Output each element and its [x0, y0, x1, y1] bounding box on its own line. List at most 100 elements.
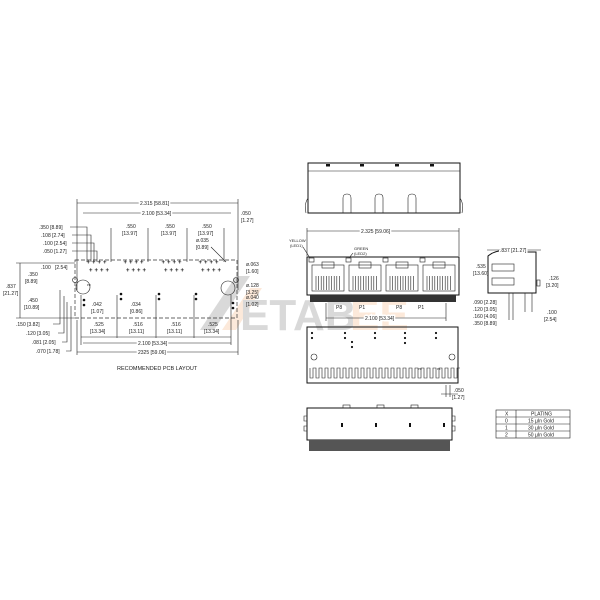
pin-hole: + — [129, 260, 133, 266]
pin-hole: + — [181, 268, 185, 274]
pin-hole: + — [124, 260, 128, 266]
dim-height-837-mm: [21.27] — [3, 291, 19, 297]
dim-row-offset: .100 — [41, 265, 51, 271]
dim-pitch-3: .550 — [202, 224, 212, 230]
pin-hole: + — [103, 260, 107, 266]
pin-hole: + — [204, 260, 208, 266]
pcb-layout-view: 2.315 [58.81] 2.100 [53.34] .550 [13.97]… — [3, 199, 259, 372]
pin-hole: + — [140, 260, 144, 266]
table-cell: 1 — [505, 426, 508, 432]
dim-side-090: .090 [2.28] — [473, 300, 497, 306]
pin-hole: + — [218, 268, 222, 274]
dim-side-height: .535 — [476, 264, 486, 270]
dim-pitch-2: .550 — [165, 224, 175, 230]
dim-070: .070 [1.78] — [36, 349, 60, 355]
dim-pitch-2-mm: [13.97] — [161, 231, 177, 237]
led-hole — [119, 292, 123, 296]
ground-hole-right — [233, 277, 239, 283]
table-header-x: X — [505, 412, 509, 418]
bottom-pin — [434, 336, 438, 340]
pin-hole: + — [170, 268, 174, 274]
bottom-pin — [403, 341, 407, 345]
dim-hole-063-mm: [1.60] — [246, 269, 259, 275]
dim-120: .120 [3.05] — [26, 331, 50, 337]
dim-side-160: .160 [4.06] — [473, 314, 497, 320]
pin-row — [310, 295, 456, 302]
table-cell: 30 µIn Gold — [528, 426, 554, 432]
port-latch — [395, 261, 409, 269]
led-holes — [82, 292, 235, 310]
dim-hole-035-mm: [0.89] — [196, 245, 209, 251]
front-pin-p8-b: P8 — [396, 305, 402, 311]
bottom-pin — [403, 336, 407, 340]
pin-hole: + — [126, 268, 130, 274]
top-view — [305, 162, 463, 214]
rj45-port — [348, 264, 382, 292]
dim-right-offset: .050 — [241, 211, 251, 217]
pcb-layout-caption: RECOMMENDED PCB LAYOUT — [117, 366, 198, 372]
mounting-hole-left — [75, 279, 91, 295]
pin-hole: + — [210, 260, 214, 266]
dim-led-spacing-4: .525 — [208, 322, 218, 328]
rj45-port — [385, 264, 419, 292]
led-window — [345, 257, 352, 263]
dim-led-spacing-3-mm: [13.11] — [167, 329, 183, 335]
pin-label-p8: P8 — [87, 283, 91, 287]
dim-led-spacing-2: .516 — [133, 322, 143, 328]
dim-hole-063: ø.063 — [246, 262, 259, 268]
bottom-pin — [310, 336, 314, 340]
rj45-port — [422, 264, 456, 292]
yellow-led-label: YELLOW — [289, 238, 306, 243]
dim-side-120: .120 [3.05] — [473, 307, 497, 313]
led-hole — [82, 298, 86, 302]
table-cell: 0 — [505, 419, 508, 425]
pin-hole: + — [135, 260, 139, 266]
pin-hole: + — [199, 260, 203, 266]
table-cell: 2 — [505, 433, 508, 439]
dim-front-pin-span: 2.100 [53.34] — [365, 316, 395, 322]
rj45-ports — [308, 257, 456, 292]
dim-pitch-3-mm: [13.97] — [198, 231, 214, 237]
table-header-plating: PLATING — [531, 412, 552, 418]
pin-hole: + — [167, 260, 171, 266]
pin-hole: + — [175, 268, 179, 274]
green-led-id: (LED2) — [354, 251, 367, 256]
pin-hole: + — [178, 260, 182, 266]
pin-hole: + — [143, 268, 147, 274]
led-hole — [231, 306, 235, 310]
port-latch — [358, 261, 372, 269]
dim-led-spacing-3: .516 — [171, 322, 181, 328]
bottom-pin — [373, 331, 377, 335]
led-hole — [194, 292, 198, 296]
dim-left-050: .050 [1.27] — [43, 249, 67, 255]
led-hole — [194, 297, 198, 301]
front-pin-p1-a: P1 — [359, 305, 365, 311]
dim-hole-035: ø.035 — [196, 238, 209, 244]
pin-hole: + — [215, 260, 219, 266]
dim-led-034: .034 — [131, 302, 141, 308]
dim-right-offset-mm: [1.27] — [241, 218, 254, 224]
led-hole — [157, 297, 161, 301]
bottom-pin — [343, 336, 347, 340]
pin-hole: + — [132, 268, 136, 274]
dim-side-126: .126 — [549, 276, 559, 282]
pin-hole: + — [98, 260, 102, 266]
dim-hole-128: ø.128 — [246, 283, 259, 289]
bottom-pin — [350, 345, 354, 349]
dim-side-pitch: .100 — [547, 310, 557, 316]
dim-side-126-mm: [3.20] — [546, 283, 559, 289]
dim-hole-040: ø.040 — [246, 295, 259, 301]
pin-hole: + — [89, 268, 93, 274]
dim-150: .150 [3.82] — [16, 322, 40, 328]
bottom-pin — [373, 336, 377, 340]
pin-hole: + — [137, 268, 141, 274]
pin-hole: + — [87, 260, 91, 266]
pin-hole: + — [162, 260, 166, 266]
dim-led-spacing-4-mm: [13.34] — [204, 329, 220, 335]
dim-left-100: .100 [2.54] — [43, 241, 67, 247]
bottom-pin — [310, 331, 314, 335]
table-cell: 50 µIn Gold — [528, 433, 554, 439]
dim-front-width: 2.325 [59.06] — [361, 229, 391, 235]
dim-side-350: .350 [8.89] — [473, 321, 497, 327]
